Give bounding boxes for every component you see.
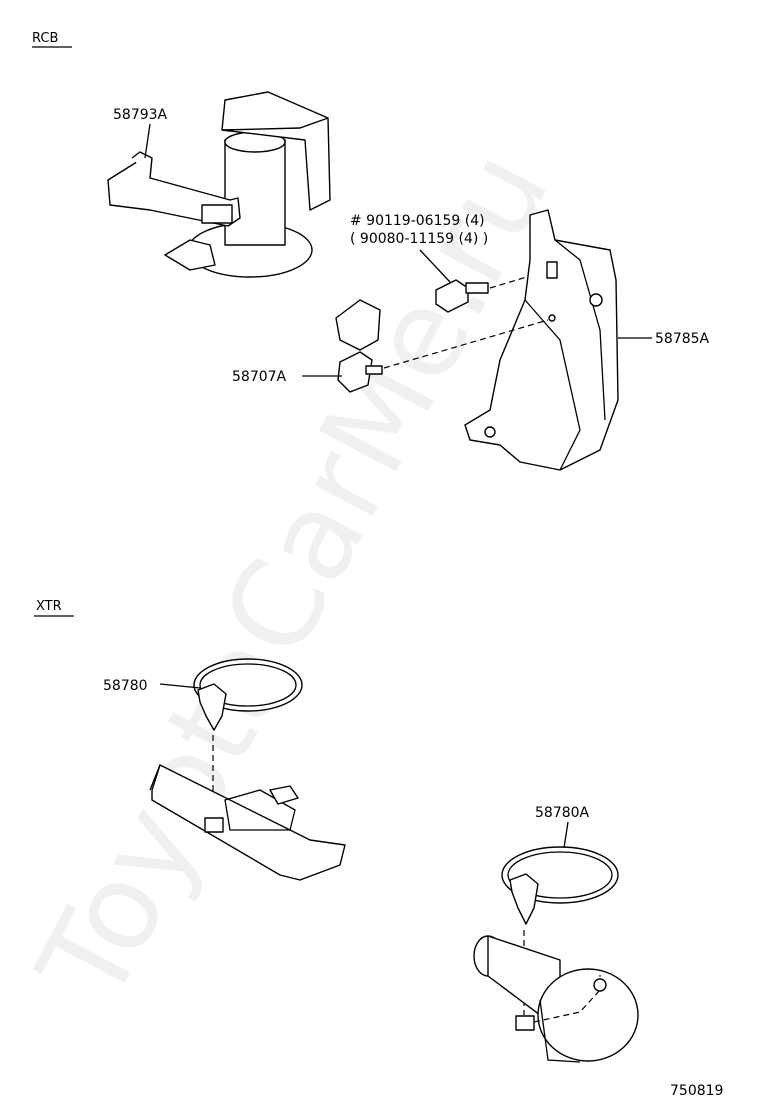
lamp-housing-rcb [164, 91, 331, 278]
label-58785a: 58785A [655, 331, 710, 347]
label-58707a: 58707A [232, 369, 287, 385]
bracket-58785a [464, 209, 619, 471]
bolt [435, 279, 489, 313]
label-bolt-90080: ( 90080-11159 (4) ) [350, 231, 488, 247]
dashed-bolt-line [489, 275, 531, 289]
leader-58780 [159, 683, 201, 689]
section-label-rcb: RCB [32, 31, 58, 46]
ring-clamp-58780 [193, 658, 303, 731]
bracket-58793a [107, 151, 241, 227]
lamp-xtr-lower [473, 935, 639, 1063]
leader-bolt [419, 249, 451, 283]
license-lamp-xtr [149, 764, 346, 881]
label-58780a: 58780A [535, 805, 590, 821]
label-bolt-90119: # 90119-06159 (4) [350, 213, 485, 229]
label-58793a: 58793A [113, 107, 168, 123]
ring-clamp-58780a [501, 846, 619, 925]
section-label-xtr: XTR [36, 599, 62, 614]
leader-58780a [563, 821, 569, 849]
leader-58793a [144, 123, 151, 159]
diagram-number: 750819 [670, 1083, 723, 1099]
clip-58707a [335, 299, 383, 393]
dashed-clip-line [383, 319, 549, 369]
label-58780: 58780 [103, 678, 148, 694]
